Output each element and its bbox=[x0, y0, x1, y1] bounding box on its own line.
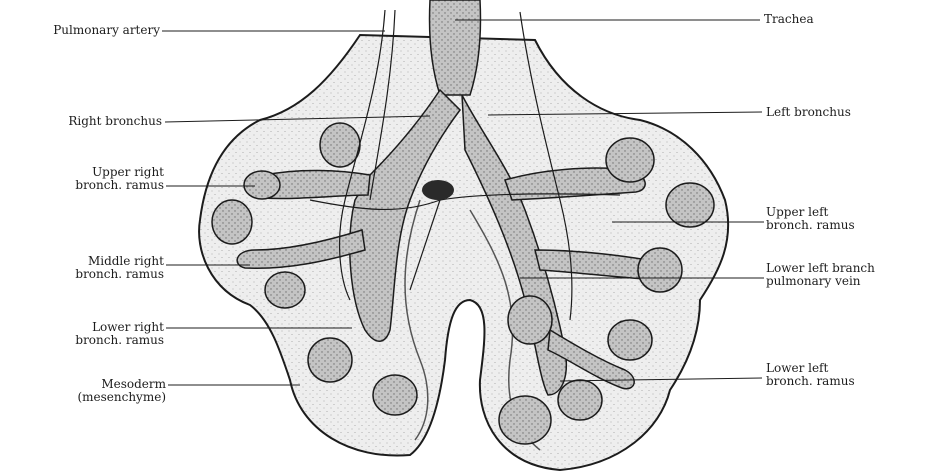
hilum bbox=[422, 180, 454, 200]
label-trachea: Trachea bbox=[764, 13, 814, 26]
label-lower-right-line2: bronch. ramus bbox=[12, 334, 164, 347]
label-lower-left-ramus: Lower left bronch. ramus bbox=[766, 362, 855, 388]
label-right-bronchus: Right bronchus bbox=[12, 115, 162, 128]
label-lower-left-branch: Lower left branch pulmonary vein bbox=[766, 262, 875, 288]
label-upper-right-line2: bronch. ramus bbox=[12, 179, 164, 192]
label-left-bronchus: Left bronchus bbox=[766, 106, 851, 119]
label-mesoderm-line2: (mesenchyme) bbox=[12, 391, 166, 404]
label-mesoderm: Mesoderm (mesenchyme) bbox=[12, 378, 166, 404]
label-upper-left-ramus: Upper left bronch. ramus bbox=[766, 206, 855, 232]
label-middle-right-ramus: Middle right bronch. ramus bbox=[12, 255, 164, 281]
label-lower-left-line2: bronch. ramus bbox=[766, 375, 855, 388]
label-middle-right-line2: bronch. ramus bbox=[12, 268, 164, 281]
trachea-shape bbox=[429, 0, 480, 95]
label-upper-right-ramus: Upper right bronch. ramus bbox=[12, 166, 164, 192]
label-lower-left-branch-line2: pulmonary vein bbox=[766, 275, 875, 288]
label-pulmonary-artery: Pulmonary artery bbox=[12, 24, 160, 37]
label-lower-right-ramus: Lower right bronch. ramus bbox=[12, 321, 164, 347]
label-upper-left-line2: bronch. ramus bbox=[766, 219, 855, 232]
